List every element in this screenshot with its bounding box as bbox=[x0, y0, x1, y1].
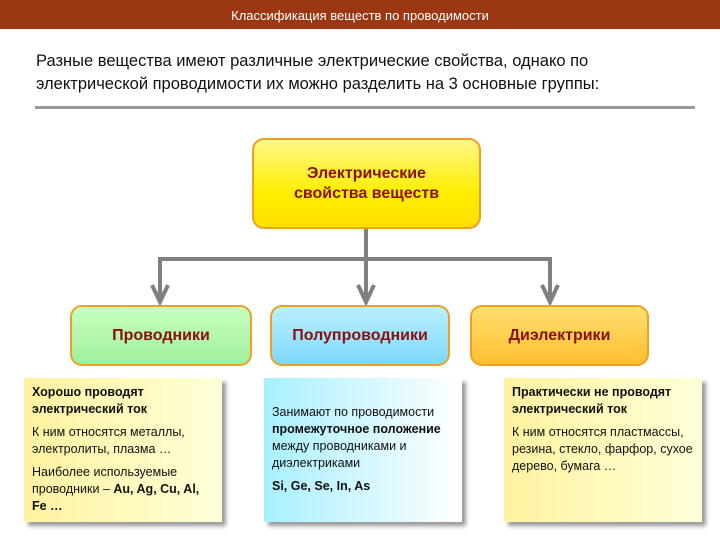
note-elements: Si, Ge, Se, In, As bbox=[272, 479, 371, 493]
category-conductors: Проводники bbox=[70, 305, 252, 366]
intro-text: Разные вещества имеют различные электрич… bbox=[36, 52, 600, 93]
title-bar: Классификация веществ по проводимости bbox=[0, 0, 720, 29]
category-semiconductors: Полупроводники bbox=[270, 305, 450, 366]
note-semiconductors: Занимают по проводимости промежуточное п… bbox=[264, 378, 462, 522]
note-dielectrics: Практически не проводят электрический то… bbox=[504, 378, 702, 522]
note-examples: К ним относятся металлы, электролиты, пл… bbox=[32, 425, 185, 456]
root-node: Электрические свойства веществ bbox=[252, 138, 481, 229]
note-common: Наиболее используемые проводники – Au, A… bbox=[32, 465, 200, 513]
slide-title: Классификация веществ по проводимости bbox=[231, 8, 489, 23]
note-heading: Практически не проводят электрический то… bbox=[512, 385, 672, 416]
divider bbox=[35, 106, 695, 109]
note-conductors: Хорошо проводят электрический ток К ним … bbox=[24, 378, 222, 522]
note-heading: Хорошо проводят электрический ток bbox=[32, 385, 147, 416]
note-examples: К ним относятся пластмассы, резина, стек… bbox=[512, 425, 693, 473]
category-dielectrics: Диэлектрики bbox=[470, 305, 649, 366]
